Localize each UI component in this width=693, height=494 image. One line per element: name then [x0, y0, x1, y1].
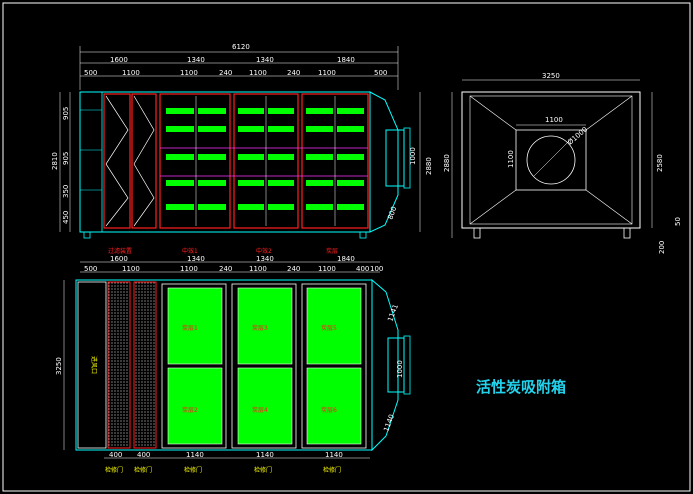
front-sub-dim: 500 [84, 69, 97, 77]
plan-left-height: 3250 [55, 357, 63, 375]
front-sub-dim: 1100 [318, 69, 336, 77]
plan-view: 1600 1340 1340 1840 500 1100 1100 240 11… [55, 255, 411, 474]
plan-sub-dim: 100 [370, 265, 383, 273]
plan-seg-dim: 1600 [110, 255, 128, 263]
front-height-part: 905 [62, 107, 70, 120]
drawing-title: 活性炭吸附箱 [476, 378, 566, 396]
plan-bottom-label: 检修门 [254, 466, 272, 474]
plan-sub-dim: 240 [287, 265, 300, 273]
front-stage-label: 中效2 [256, 247, 272, 255]
front-height-part: 450 [62, 211, 70, 224]
plan-bottom-label: 检修门 [105, 466, 123, 474]
front-sub-dim: 240 [287, 69, 300, 77]
front-sub-dim: 1100 [249, 69, 267, 77]
plan-bottom-label: 检修门 [134, 466, 152, 474]
plan-sub-dim: 1100 [122, 265, 140, 273]
front-stage-label: 过滤装置 [108, 247, 132, 255]
side-width-dim: 3250 [542, 72, 560, 80]
side-inner-height: 1100 [507, 150, 515, 168]
plan-filter-panel [306, 367, 362, 445]
plan-filter-label: 炭层1 [182, 325, 198, 332]
front-right-dim: 800 [386, 205, 398, 220]
front-height-part: 350 [62, 185, 70, 198]
plan-filter-panel [306, 287, 362, 365]
plan-filter-panel [237, 287, 293, 365]
side-inner-dim: 1100 [545, 116, 563, 124]
front-sub-dim: 240 [219, 69, 232, 77]
plan-bottom-label: 检修门 [184, 466, 202, 474]
front-sub-dim: 1100 [180, 69, 198, 77]
plan-bottom-dim: 400 [109, 451, 122, 459]
plan-bottom-label: 检修门 [323, 466, 341, 474]
plan-right-dim: 1141 [386, 303, 400, 322]
plan-right-dim: 1140 [382, 413, 396, 432]
side-housing [461, 91, 641, 229]
plan-filter-label: 炭层4 [252, 407, 268, 414]
front-stage-label: 炭层 [326, 248, 338, 255]
plan-filter-panel [167, 287, 223, 365]
plan-sub-dim: 1100 [249, 265, 267, 273]
front-right-dim: 2880 [425, 157, 433, 175]
plan-seg-dim: 1340 [256, 255, 274, 263]
front-overall-dim: 6120 [232, 43, 250, 51]
plan-seg-dim: 1340 [187, 255, 205, 263]
front-seg-dim: 1340 [256, 56, 274, 64]
front-height-total: 2810 [51, 152, 59, 170]
side-leg-dim: 50 [674, 217, 682, 226]
plan-filter-panel [237, 367, 293, 445]
plan-sub-dim: 1100 [318, 265, 336, 273]
plan-bottom-dim: 400 [137, 451, 150, 459]
plan-bottom-dim: 1140 [325, 451, 343, 459]
plan-filter-panel [167, 367, 223, 445]
front-right-dim: 1000 [409, 147, 417, 165]
front-seg-dim: 1600 [110, 56, 128, 64]
front-stage-label: 中效1 [182, 247, 198, 255]
front-height-part: 905 [62, 152, 70, 165]
plan-inlet-label: 进风口 [90, 356, 98, 374]
plan-sub-dim: 400 [356, 265, 369, 273]
side-right-height: 2580 [656, 154, 664, 172]
side-view: 3250 Ø1000 1100 1100 2880 2580 50 200 [443, 72, 682, 254]
front-sub-dim: 1100 [122, 69, 140, 77]
plan-right-dim: 1000 [396, 360, 404, 378]
plan-sub-dim: 1100 [180, 265, 198, 273]
plan-filter-label: 炭层2 [182, 407, 198, 414]
front-seg-dim: 1840 [337, 56, 355, 64]
side-outlet-circle [526, 135, 576, 185]
plan-filter-label: 炭层5 [321, 325, 337, 332]
plan-filter-label: 炭层6 [321, 407, 337, 414]
plan-bottom-dim: 1140 [256, 451, 274, 459]
front-seg-dim: 1340 [187, 56, 205, 64]
side-left-height: 2880 [443, 154, 451, 172]
side-bottom-dim: 200 [658, 241, 666, 254]
plan-bottom-dim: 1140 [186, 451, 204, 459]
plan-sub-dim: 240 [219, 265, 232, 273]
plan-seg-dim: 1840 [337, 255, 355, 263]
front-sub-dim: 500 [374, 69, 387, 77]
plan-sub-dim: 500 [84, 265, 97, 273]
front-view: 6120 1600 1340 1340 1840 500 1100 1100 2… [51, 43, 433, 255]
plan-filter-label: 炭层3 [252, 325, 268, 332]
